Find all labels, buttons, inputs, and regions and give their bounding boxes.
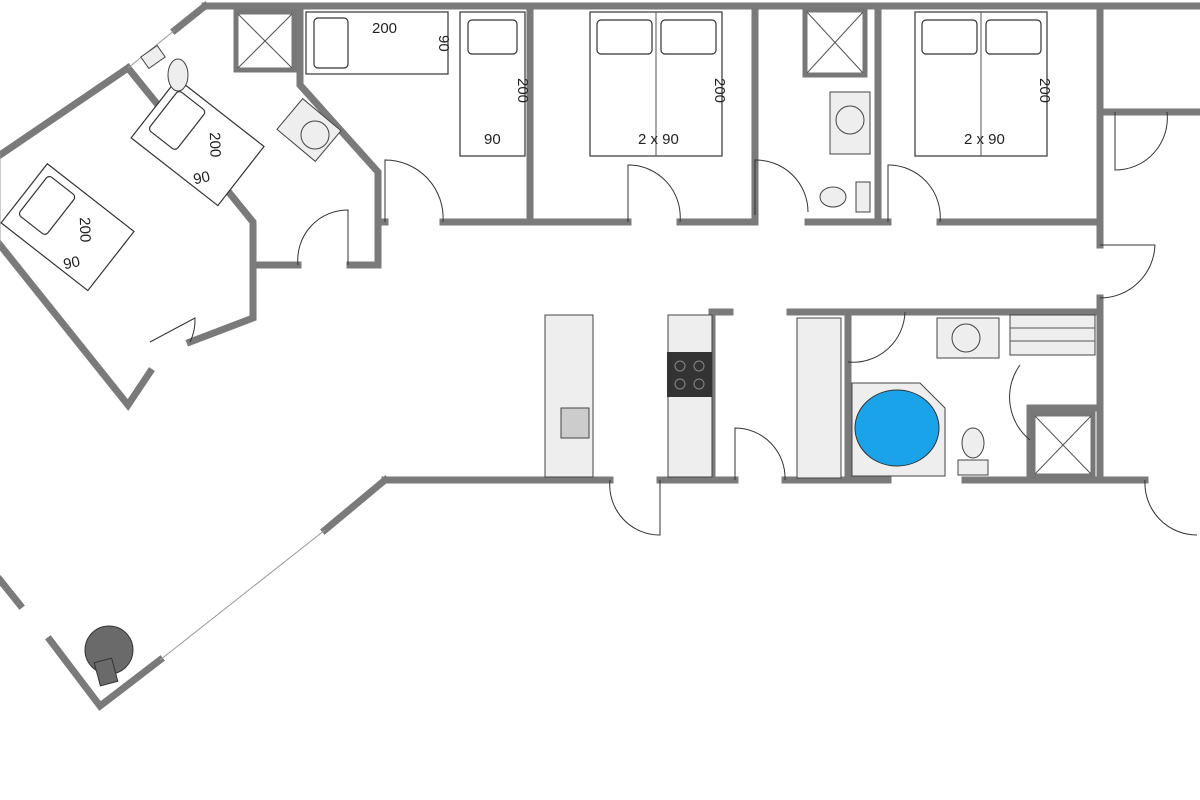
bed-length-label: 200 (76, 217, 94, 243)
shower-1 (233, 9, 297, 73)
bed-width-label: 90 (62, 253, 82, 273)
bed-length-label: 200 (206, 132, 224, 158)
bed-length-label: 200 (514, 78, 531, 103)
bed-width-label: 90 (192, 168, 212, 188)
shower-3 (1030, 411, 1096, 479)
bed-double-2: 200 2 x 90 (914, 11, 1053, 157)
bed-width-label: 2 x 90 (964, 131, 1005, 148)
bed-length-label: 200 (372, 20, 397, 37)
shower-2 (802, 7, 868, 78)
doors (149, 111, 1198, 536)
toilet-icon (957, 427, 989, 476)
stairs (1009, 314, 1096, 356)
bed-width-label: 90 (484, 131, 501, 148)
bed-single-4: 200 90 (459, 11, 531, 157)
toilet-icon (140, 44, 189, 92)
sink-icon (829, 91, 871, 155)
toilet-icon (819, 181, 871, 213)
bed-double-1: 200 2 x 90 (589, 11, 728, 157)
sink-icon (936, 317, 1000, 359)
bed-width-label: 90 (435, 35, 452, 52)
bed-length-label: 200 (711, 78, 728, 103)
bed-width-label: 2 x 90 (638, 131, 679, 148)
counter (796, 317, 842, 479)
stove-fireplace (84, 625, 134, 687)
kitchen-counter-stove (667, 314, 713, 478)
bed-length-label: 200 (1036, 78, 1053, 103)
bed-single-1: 200 90 (130, 77, 265, 207)
bed-single-2: 200 90 (0, 162, 135, 292)
sink-icon (276, 97, 342, 163)
bathtub (851, 382, 946, 477)
kitchen-counter-sink (544, 314, 594, 478)
bed-single-3: 200 90 (305, 11, 452, 75)
